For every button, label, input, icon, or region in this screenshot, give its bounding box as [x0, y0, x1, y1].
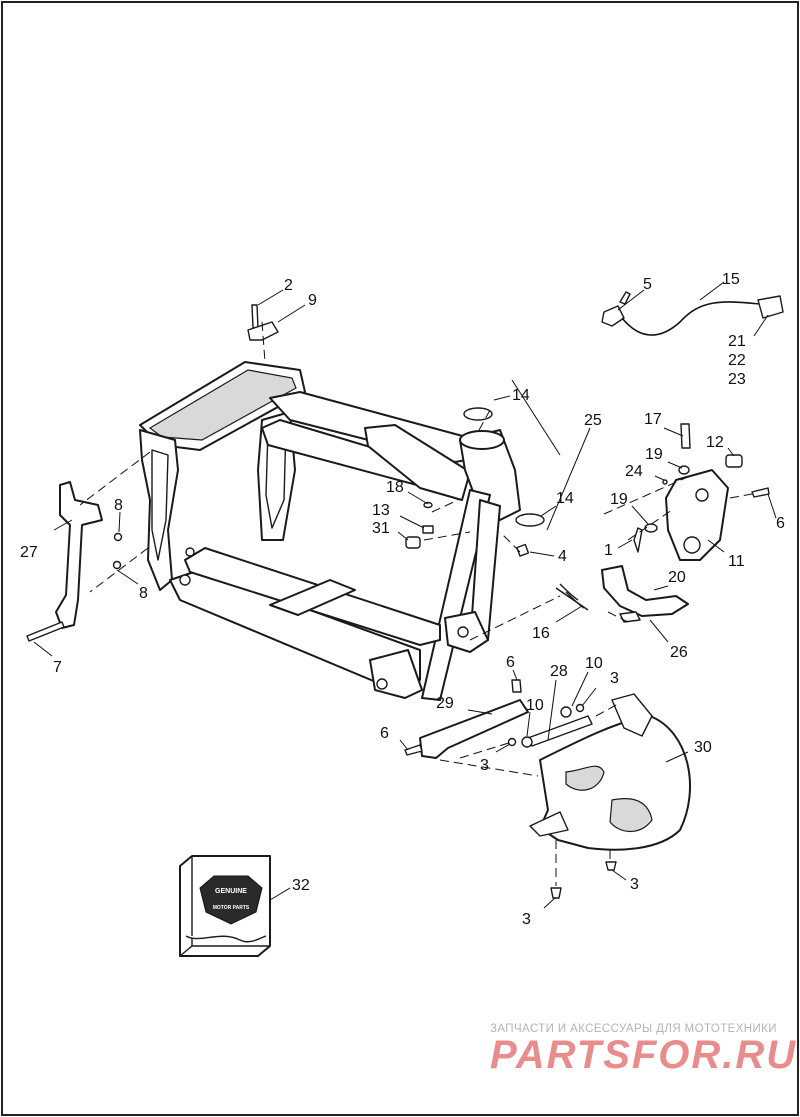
- watermark-brand: PARTSFOR.RU: [490, 1033, 797, 1077]
- callout-5: 5: [643, 276, 652, 293]
- emblem-line2: MOTOR PARTS: [213, 905, 250, 911]
- callout-1: 1: [604, 542, 613, 559]
- pad-26: [619, 611, 641, 623]
- callout-29: 29: [436, 695, 454, 712]
- bolt-2: [251, 304, 259, 329]
- callout-3a: 3: [610, 670, 619, 687]
- callout-labels: 2 9 14 25 14 4 18 13 31 5 15 21 22 23 17…: [20, 271, 785, 928]
- clip-9: [247, 321, 279, 341]
- callout-25: 25: [584, 412, 602, 429]
- callout-14a: 14: [512, 387, 530, 404]
- frame-assembly: [139, 361, 521, 701]
- watermark: ЗАПЧАСТИ И АКСЕССУАРЫ ДЛЯ МОТОТЕХНИКИ PA…: [490, 1023, 797, 1077]
- pedal-20: [601, 565, 689, 617]
- fitting-31: [405, 536, 421, 549]
- callout-8b: 8: [139, 585, 148, 602]
- pin-4: [516, 543, 530, 557]
- callout-17: 17: [644, 411, 662, 428]
- callout-15: 15: [722, 271, 740, 288]
- nut-10a: [521, 736, 533, 748]
- bolt-6c: [404, 744, 423, 756]
- harness-15: [621, 301, 761, 336]
- callout-12: 12: [706, 434, 724, 451]
- callout-28: 28: [550, 663, 568, 680]
- bolt-6b: [511, 679, 522, 693]
- spoiler-30: [529, 693, 691, 851]
- bolt-3d: [550, 887, 562, 899]
- callout-20: 20: [668, 569, 686, 586]
- bolt-6a: [751, 487, 770, 498]
- callout-10a: 10: [585, 655, 603, 672]
- callout-19a: 19: [645, 446, 663, 463]
- mount-bracket-11: [665, 469, 729, 561]
- callout-14b: 14: [556, 490, 574, 507]
- callout-8a: 8: [114, 497, 123, 514]
- nut-3a: [507, 737, 517, 747]
- leader-lines: [33, 281, 777, 909]
- washer-18: [423, 501, 433, 509]
- callout-3c: 3: [630, 876, 639, 893]
- nut-8a: [113, 532, 123, 542]
- nut-8b: [112, 560, 122, 570]
- ring-14a: [463, 407, 493, 421]
- spring-16: [555, 583, 589, 611]
- clip-19b: [644, 523, 658, 533]
- ring-14b: [515, 513, 545, 527]
- callout-19b: 19: [610, 491, 628, 508]
- callout-6c: 6: [380, 725, 389, 742]
- callout-18: 18: [386, 479, 404, 496]
- callout-31: 31: [372, 520, 390, 537]
- callout-11: 11: [728, 553, 745, 570]
- callout-9: 9: [308, 292, 317, 309]
- callout-6a: 6: [776, 515, 785, 532]
- callout-10b: 10: [526, 697, 544, 714]
- callout-3d: 3: [522, 911, 531, 928]
- nut-10b: [560, 706, 572, 718]
- callout-6b: 6: [506, 654, 515, 671]
- callout-16: 16: [532, 625, 550, 642]
- callout-30: 30: [694, 739, 712, 756]
- connector-21: [757, 295, 784, 319]
- genuine-emblem: [199, 875, 263, 925]
- ball-24: [662, 479, 668, 485]
- callout-2: 2: [284, 277, 293, 294]
- sensor-5: [601, 305, 625, 327]
- callout-7: 7: [53, 659, 62, 676]
- callout-13: 13: [372, 502, 390, 519]
- bolt-3c: [605, 861, 617, 871]
- callout-21: 21: [728, 333, 746, 350]
- callout-32: 32: [292, 877, 310, 894]
- bolt-7: [26, 621, 65, 642]
- fitting-13: [422, 525, 434, 534]
- callout-3b: 3: [480, 757, 489, 774]
- bushing-12: [725, 454, 743, 468]
- watermark-tagline: ЗАПЧАСТИ И АКСЕССУАРЫ ДЛЯ МОТОТЕХНИКИ: [490, 1023, 777, 1035]
- callout-23: 23: [728, 371, 746, 388]
- callout-4: 4: [558, 548, 567, 565]
- manual-book-32: GENUINE MOTOR PARTS: [179, 855, 271, 957]
- callout-24: 24: [625, 463, 643, 480]
- callout-22: 22: [728, 352, 746, 369]
- emblem-line1: GENUINE: [215, 888, 247, 895]
- callout-27: 27: [20, 544, 38, 561]
- bracket-27: [55, 481, 103, 629]
- callout-26: 26: [670, 644, 688, 661]
- nut-3b: [575, 703, 585, 713]
- pin-17: [680, 423, 691, 449]
- bracket-29: [419, 699, 529, 759]
